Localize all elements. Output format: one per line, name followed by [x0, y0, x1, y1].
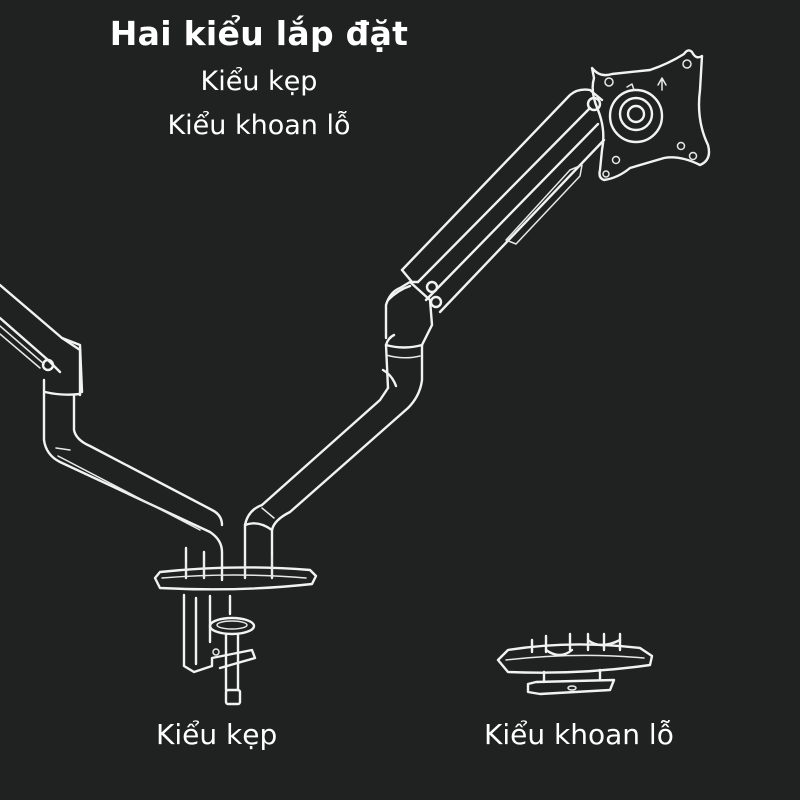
grommet-mount-icon: [496, 632, 654, 696]
clamp-mount-icon: [153, 557, 318, 706]
right-arm-icon: [243, 88, 606, 580]
option-grommet-label: Kiểu khoan lỗ: [167, 110, 351, 141]
left-arm-icon: [0, 283, 224, 582]
page-title: Hai kiểu lắp đặt: [109, 14, 409, 53]
vesa-plate-icon: [590, 49, 711, 182]
clamp-caption: Kiểu kẹp: [156, 718, 278, 751]
option-clamp-label: Kiểu kẹp: [200, 66, 318, 97]
grommet-caption: Kiểu khoan lỗ: [484, 718, 674, 751]
